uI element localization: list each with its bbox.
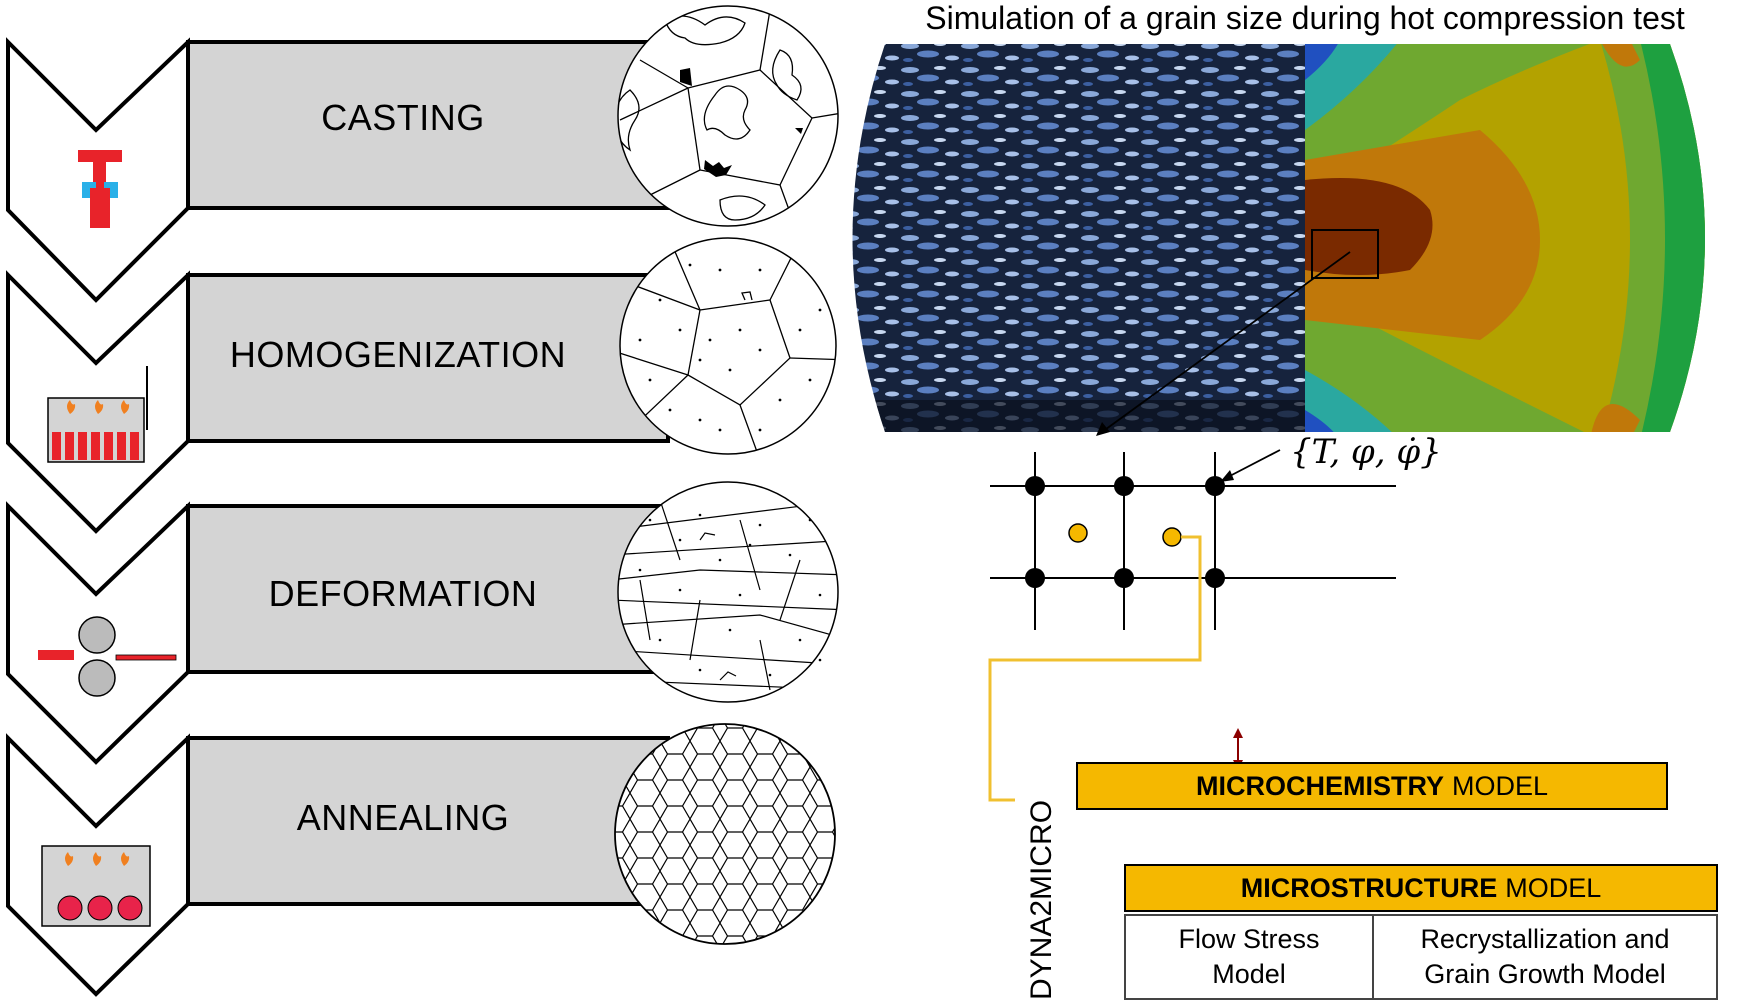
simulation-title: Simulation of a grain size during hot co… [925,0,1685,36]
recrystallization-model-box: Recrystallization and Grain Growth Model [1372,914,1718,1000]
step-label-annealing: ANNEALING [296,797,510,838]
annealing-furnace-icon [41,845,151,927]
annealing-micrograph [614,723,836,945]
casting-micrograph [617,5,839,227]
band-deformation [186,504,670,674]
deformation-micrograph [617,481,839,703]
node-variables: {T, φ, φ̇} [1290,432,1442,472]
microstructure-rest: MODEL [1505,872,1602,903]
fe-mesh [990,452,1396,630]
band-casting [186,40,670,210]
specimen-contour-plot [1305,44,1705,432]
step-label-casting: CASTING [321,97,485,138]
homogenization-micrograph [619,237,837,455]
dyna2micro-label: DYNA2MICRO [1025,799,1058,1000]
flow-stress-model-box: Flow Stress Model [1124,914,1374,1000]
mesh-nodes [1025,476,1225,588]
specimen-micrograph [852,44,1305,432]
microchemistry-bold: MICROCHEMISTRY [1195,770,1444,801]
simulation-figure [852,44,1705,802]
step-label-homogenization: HOMOGENIZATION [229,334,567,375]
casting-valve-icon [78,150,122,228]
band-homogenization [186,273,670,443]
step-label-deformation: DEFORMATION [268,573,538,614]
microstructure-bold: MICROSTRUCTURE [1240,872,1498,903]
microchemistry-rest: MODEL [1451,770,1549,801]
rolling-mill-icon [38,616,177,697]
furnace-icon [47,366,148,463]
process-chain [6,5,839,997]
